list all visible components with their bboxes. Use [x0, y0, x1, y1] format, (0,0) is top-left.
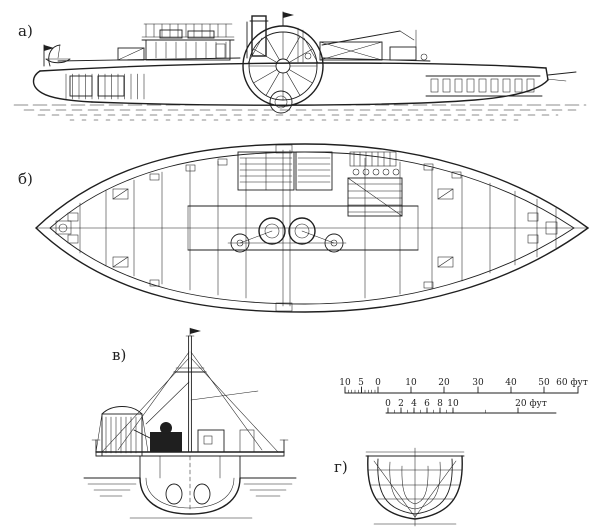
body-plan-lines: [365, 447, 465, 527]
figure-label-a: а): [18, 22, 33, 40]
deck-section: [91, 439, 289, 457]
windlass-plan: [55, 220, 558, 235]
gunport-row: [425, 75, 543, 97]
scale-lower-label: 20 фут: [515, 399, 547, 409]
scale-upper-ticks: [344, 386, 579, 394]
scale-lower-label: 4: [411, 399, 417, 409]
aux-machinery-plan: [347, 151, 403, 217]
rigging: [101, 351, 279, 453]
deck-machinery: [304, 29, 428, 61]
cross-section-view: в): [83, 327, 297, 519]
side-elevation-view: а): [13, 11, 587, 121]
paddle-shaft-plan: [275, 144, 293, 312]
deckhouse-windows: [155, 41, 227, 59]
scale-upper-label: 0: [375, 378, 381, 388]
figure-label-v: в): [112, 346, 126, 364]
figure-label-g: г): [334, 458, 348, 476]
scale-upper-label: 10: [339, 378, 351, 388]
machinery-coaming: [187, 205, 419, 251]
plan-hull-outline: [34, 143, 590, 313]
scale-upper-label: 5: [358, 378, 364, 388]
scale-upper-label: 40: [505, 378, 517, 388]
boilers-plan: [237, 151, 333, 191]
scale-lower-label: 10: [447, 399, 459, 409]
deck-hatches: [67, 158, 539, 289]
hull-frames: [65, 73, 145, 100]
hull-profile: [32, 44, 577, 106]
mast: [145, 327, 259, 453]
paddle-box-section: [95, 406, 149, 457]
railing-posts: [145, 23, 227, 38]
water-section: [83, 477, 297, 519]
engine-plan: [227, 217, 347, 253]
figure-label-b: б): [18, 170, 33, 188]
scale-bar-lower: 0 2 4 6 8 10 20 фут: [385, 399, 557, 414]
gunports: [430, 78, 535, 93]
scale-lower-label: 2: [398, 399, 404, 409]
scale-lower-label: 6: [424, 399, 430, 409]
scale-bars: 10 5 0 10 20 30 40 50 60 фут 0 2 4 6 8 1…: [339, 378, 588, 414]
waterline-hatching: [13, 104, 587, 121]
scale-upper-label: 60 фут: [556, 378, 588, 388]
hull-section: [139, 455, 241, 515]
deckhouse: [117, 23, 235, 61]
transverse-bulkheads: [79, 157, 557, 299]
scale-bar-upper: 10 5 0 10 20 30 40 50 60 фут: [339, 378, 588, 394]
scale-lower-label: 8: [437, 399, 443, 409]
body-plan-view: г): [334, 447, 465, 527]
scale-upper-label: 20: [438, 378, 450, 388]
engine-section: [133, 422, 255, 453]
scale-upper-label: 10: [405, 378, 417, 388]
funnel: [246, 15, 269, 59]
scale-lower-ticks: [387, 407, 519, 414]
fitting-circles: [352, 168, 400, 176]
scale-lower-label: 0: [385, 399, 391, 409]
scale-upper-label: 30: [472, 378, 484, 388]
deck-plan-view: б): [18, 143, 590, 313]
scale-upper-label: 50: [538, 378, 550, 388]
